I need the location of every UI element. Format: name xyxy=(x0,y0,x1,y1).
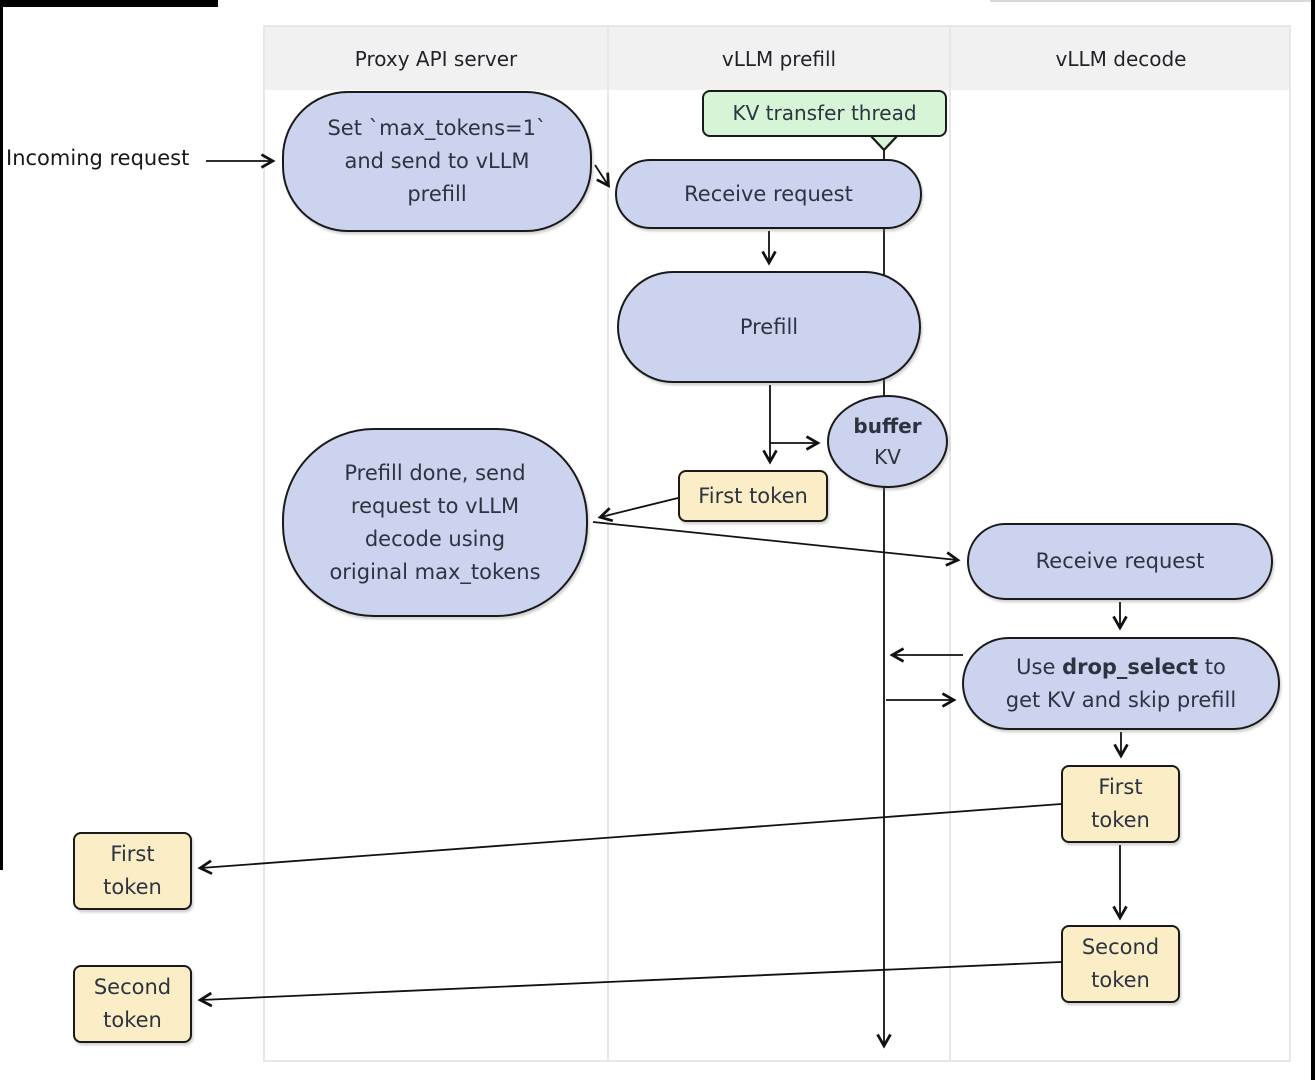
node-output-first-token: First token xyxy=(73,832,192,910)
frame-right-bar xyxy=(1311,0,1315,1080)
arrow-second-token-stream xyxy=(197,961,1062,1008)
node-prefill-done: Prefill done, send request to vLLM decod… xyxy=(282,428,588,617)
lane-separator-2 xyxy=(949,27,951,1060)
node-output-second-token: Second token xyxy=(73,965,192,1043)
kv-thread-callout-tail xyxy=(869,134,899,152)
node-prefill-receive-request: Receive request xyxy=(615,159,922,229)
incoming-request-label: Incoming request xyxy=(6,146,190,170)
node-set-max-tokens: Set `max_tokens=1` and send to vLLM pref… xyxy=(282,91,592,232)
arrow-proxy-to-prefill-receive xyxy=(594,164,610,189)
arrow-first-token-to-proxy xyxy=(597,497,679,523)
node-buffer-kv: buffer KV xyxy=(827,395,948,488)
node-decode-receive-request: Receive request xyxy=(967,523,1273,600)
frame-top-bar xyxy=(0,0,218,7)
frame-top-faint-line xyxy=(990,0,1311,2)
node-prefill: Prefill xyxy=(617,271,921,383)
lane-header-vllm-decode: vLLM decode xyxy=(1055,46,1187,71)
lane-header-vllm-prefill: vLLM prefill xyxy=(721,46,837,71)
frame-left-bar xyxy=(0,0,3,870)
lane-separator-1 xyxy=(607,27,609,1060)
node-decode-first-token: First token xyxy=(1061,765,1180,843)
lane-header-proxy: Proxy API server xyxy=(354,46,518,71)
node-decode-second-token: Second token xyxy=(1061,925,1180,1003)
arrow-proxy-to-decode-receive xyxy=(592,521,961,567)
arrow-first-token-stream xyxy=(197,803,1062,875)
node-drop-select: Use drop_select to get KV and skip prefi… xyxy=(962,637,1280,730)
lane-header-band xyxy=(265,27,1289,90)
node-prefill-first-token: First token xyxy=(678,470,828,522)
node-kv-transfer-thread: KV transfer thread xyxy=(702,90,947,137)
